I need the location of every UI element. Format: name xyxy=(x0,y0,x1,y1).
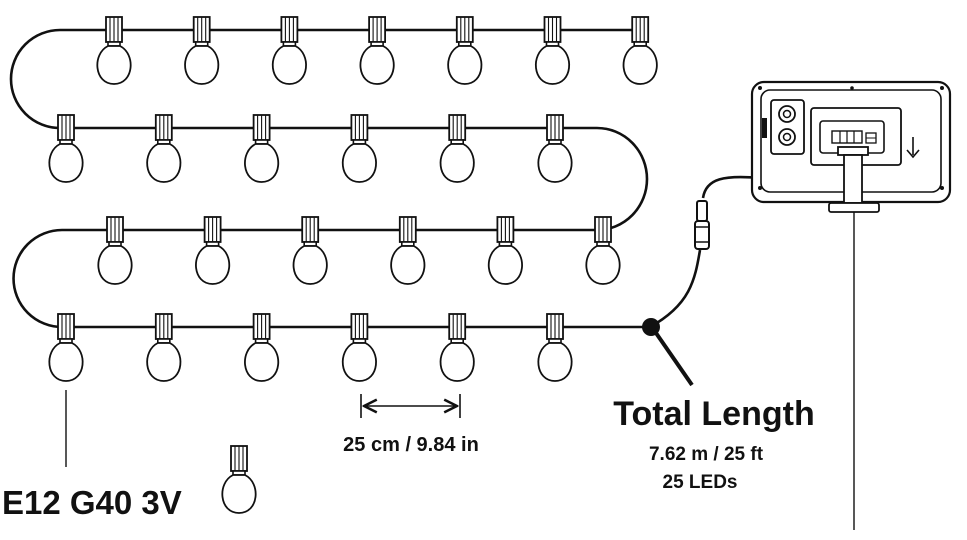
bulb-icon xyxy=(447,16,483,85)
bulb-icon xyxy=(221,445,257,514)
bulb-icon xyxy=(359,16,395,85)
lead-wire xyxy=(649,249,702,329)
solar-panel-icon xyxy=(750,80,952,213)
bulb-icon xyxy=(271,16,307,85)
bulb-icon xyxy=(534,16,571,85)
light-string-cord xyxy=(9,28,650,329)
bulb-icon xyxy=(184,16,220,85)
bulb-icon xyxy=(244,114,280,183)
spacing-label: 25 cm / 9.84 in xyxy=(343,434,479,456)
bulb-icon xyxy=(537,114,573,183)
bulb-icon xyxy=(439,114,475,183)
bulb-icon xyxy=(146,313,182,382)
bulb-icon xyxy=(146,114,182,183)
connector-icon xyxy=(694,200,710,250)
bulb-icon xyxy=(341,114,377,183)
bulb-icon xyxy=(195,216,231,285)
bulb-icon xyxy=(622,16,658,85)
bulb-icon xyxy=(48,313,84,382)
total-length-value: 7.62 m / 25 ft xyxy=(649,444,764,465)
bulb-icon xyxy=(487,216,523,285)
bulb-icon xyxy=(537,313,573,382)
junction-dot xyxy=(642,318,660,336)
bulbs-group xyxy=(48,16,658,382)
bulb-icon xyxy=(292,216,328,285)
bulb-icon xyxy=(97,216,133,285)
led-count: 25 LEDs xyxy=(663,472,738,493)
bulb-icon xyxy=(96,16,132,85)
bulb-icon xyxy=(221,445,257,514)
spacing-dimension xyxy=(360,394,461,418)
bulb-icon xyxy=(585,216,621,285)
bulb-type-label: E12 G40 3V xyxy=(2,484,182,521)
bulb-icon xyxy=(341,313,377,382)
total-length-pointer xyxy=(654,331,694,387)
total-length-title: Total Length xyxy=(613,395,814,433)
bulb-icon xyxy=(390,216,426,285)
panel-wire xyxy=(701,175,761,199)
bulb-icon xyxy=(48,114,84,183)
bulb-icon xyxy=(439,313,475,382)
bulb-icon xyxy=(244,313,280,382)
